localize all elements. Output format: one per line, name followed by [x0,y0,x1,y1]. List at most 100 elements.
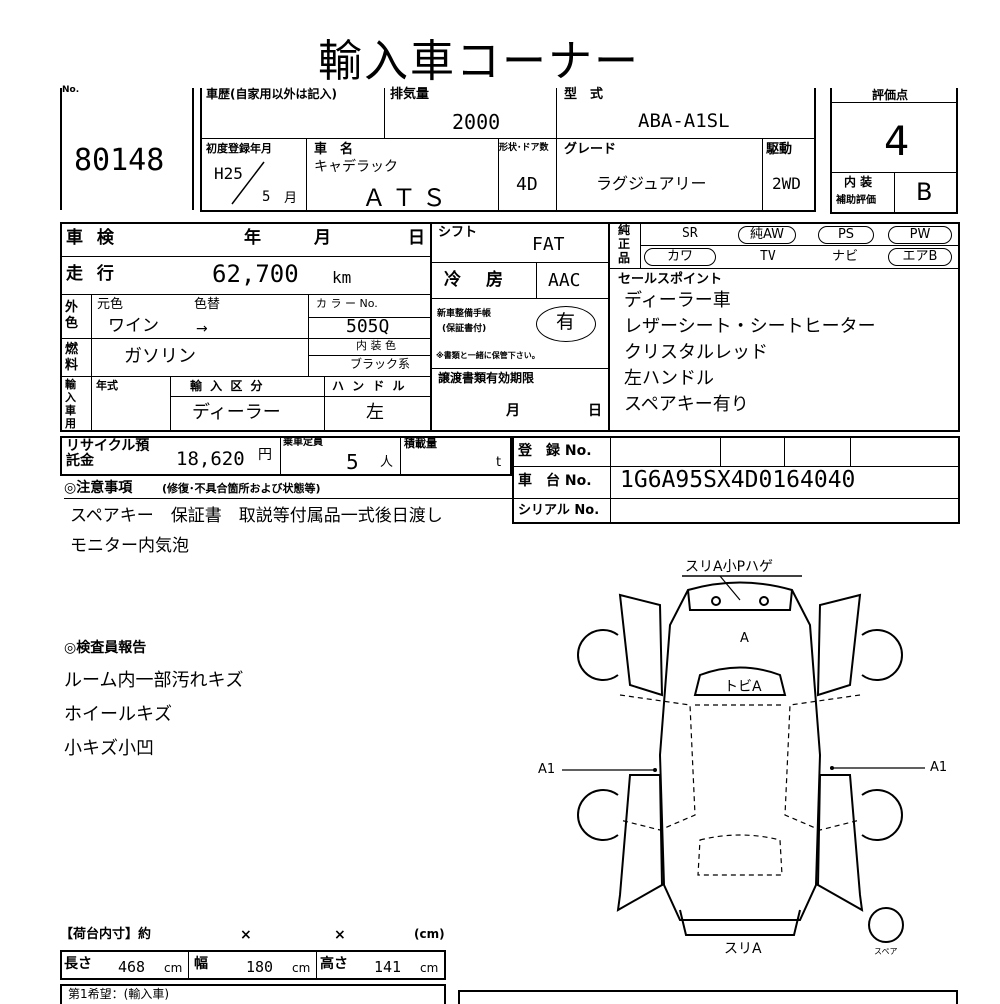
equip-pw: PW [888,226,952,244]
new-docs-label: 新車整備手帳 [437,309,492,319]
capacity-label: 乗車定員 [283,437,323,448]
drive-label: 駆動 [766,142,793,157]
doors-label: 形状･ドア数 [499,143,549,153]
ac-label: 冷 房 [444,270,507,290]
diagram-windshield-mark: トビA [724,679,762,695]
inspector-line-1: ルーム内一部汚れキズ [64,670,244,691]
equip-label: 純正品 [618,223,631,265]
color-no-value: 505Q [346,316,390,337]
handle-label: ハ ン ド ル [332,379,407,393]
inspection-block [60,222,432,432]
grade-label: グレード [564,142,617,157]
new-docs-label2: (保証書付) [442,324,487,334]
chassis-value: 1G6A95SX4D0164040 [620,467,856,493]
equip-ps: PS [818,226,874,244]
bottom-text: 第1希望：(輸入車) [68,987,169,1001]
sales-point-2: レザーシート・シートヒーター [624,316,876,337]
month-unit: 月 [284,191,298,206]
recycle-label: リサイクル預託金 [66,438,150,469]
inspection-month-unit: 月 [314,228,331,248]
color-label: 外色 [65,300,79,331]
mileage-value: 62,700 [212,260,299,288]
grade-value: ラグジュアリー [596,174,707,193]
sales-point-5: スペアキー有り [624,394,749,415]
displacement-value: 2000 [452,110,501,134]
equip-aw: 純AW [738,226,796,244]
ton-unit: t [496,455,502,470]
first-reg-label: 初度登録年月 [206,142,272,155]
length-unit: cm [164,961,183,975]
serial-label: シリアル No. [518,503,600,518]
new-docs-oval [536,306,596,342]
inspection-day-unit: 日 [408,228,425,248]
notes-line-1: スペアキー 保証書 取説等付属品一式後日渡し [70,506,443,526]
bottom-box-right [458,990,958,1004]
inspector-line-3: 小キズ小凹 [64,738,154,759]
mileage-unit: km [332,268,352,287]
height-value: 141 [374,958,402,976]
color-no-label: カ ラ ー No. [316,297,378,310]
recycle-block [60,436,512,476]
sales-point-1: ディーラー車 [624,290,731,311]
repaint-label: 色替 [194,297,221,312]
recycle-fee: 18,620 [176,448,245,470]
person-unit: 人 [380,455,394,470]
registration-block [512,436,960,524]
interior-grade: B [916,178,933,206]
drive-value: 2WD [772,174,801,193]
width-unit: cm [292,961,311,975]
orig-color-label: 元色 [97,297,124,312]
diagram-spare-label: スペア [874,947,898,956]
notes-label: ◎注意事項 [64,480,133,496]
orig-color-value: ワイン [108,316,159,336]
lot-bracket [60,88,194,210]
equip-sr: SR [682,226,698,241]
transfer-day-unit: 日 [588,403,602,419]
spec-block [432,222,610,432]
equip-airbag: エアB [888,248,952,266]
diagram-right-mark: A1 [930,760,948,775]
no-label: No. [62,85,80,95]
diagram-left-mark: A1 [538,762,556,777]
equipment-block [610,222,960,432]
import-type-label: 輸 入 区 分 [190,379,265,393]
mileage-label: 走 行 [66,264,118,284]
sales-point-4: 左ハンドル [624,368,714,389]
score-value: 4 [884,119,910,165]
diagram-hood-mark: A [740,631,749,646]
model-code-label: 型 式 [564,87,604,102]
cargo-dims-row [60,950,446,980]
width-label: 幅 [194,956,208,972]
interior-color-label: 内 装 色 [356,339,396,352]
reg-no-label: 登 録 No. [518,443,592,459]
length-label: 長さ [64,956,92,972]
chassis-label: 車 台 No. [518,473,592,489]
length-value: 468 [118,958,146,976]
sales-point-3: クリスタルレッド [624,342,768,363]
transfer-month-unit: 月 [506,403,520,419]
diagram-bottom-note: スリA [724,941,762,957]
cargo-label: 【荷台内寸】約 [60,927,152,942]
first-reg-year: H25 [214,164,243,183]
model-value: ＡＴＳ [362,184,452,212]
height-unit: cm [420,961,439,975]
sales-label: セールスポイント [618,272,723,287]
slash-divider [231,161,265,205]
displacement-label: 排気量 [390,87,430,102]
car-damage-diagram [562,575,925,943]
vehicle-info-box [200,88,816,212]
width-value: 180 [246,958,274,976]
new-docs-value: 有 [556,311,576,333]
fuel-value: ガソリン [124,346,196,367]
history-label: 車歴(自家用以外は記入) [206,87,337,101]
doors-value: 4D [516,174,538,195]
interior-label2: 補助評価 [836,195,876,206]
ac-value: AAC [548,270,581,291]
lot-number: 80148 [74,143,165,178]
transfer-label: 譲渡書類有効期限 [438,371,535,385]
notes-sub: (修復･不具合箇所および状態等) [162,482,321,495]
page-title: 輸入車コーナー [318,36,640,87]
inspector-line-2: ホイールキズ [64,704,172,725]
inspector-label: ◎検査員報告 [64,640,147,656]
inspection-label: 車 検 [66,228,118,248]
